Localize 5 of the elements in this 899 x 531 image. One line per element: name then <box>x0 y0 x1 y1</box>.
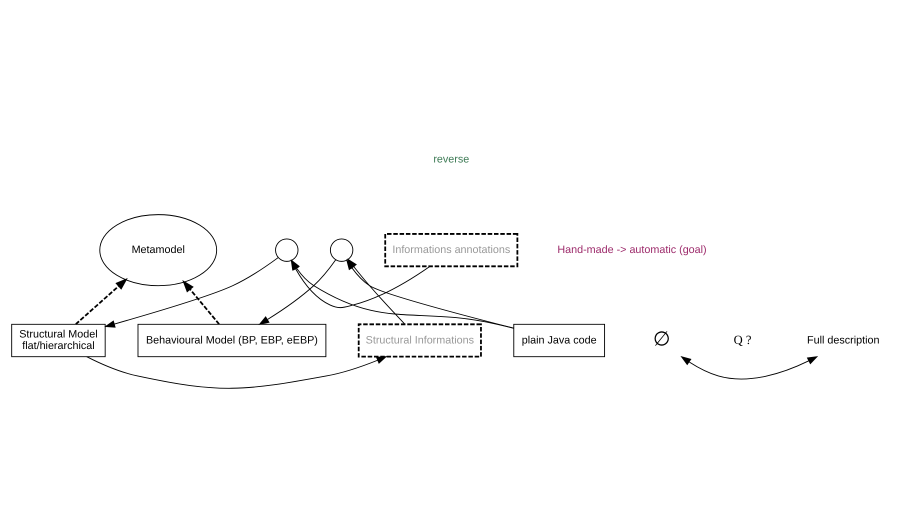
label: Q ? <box>734 332 752 346</box>
label: reverse <box>433 153 470 166</box>
node-text: ∅ <box>653 328 670 350</box>
label: Hand-made -> automatic (goal) <box>557 243 707 256</box>
node-text: Full description <box>807 334 880 346</box>
